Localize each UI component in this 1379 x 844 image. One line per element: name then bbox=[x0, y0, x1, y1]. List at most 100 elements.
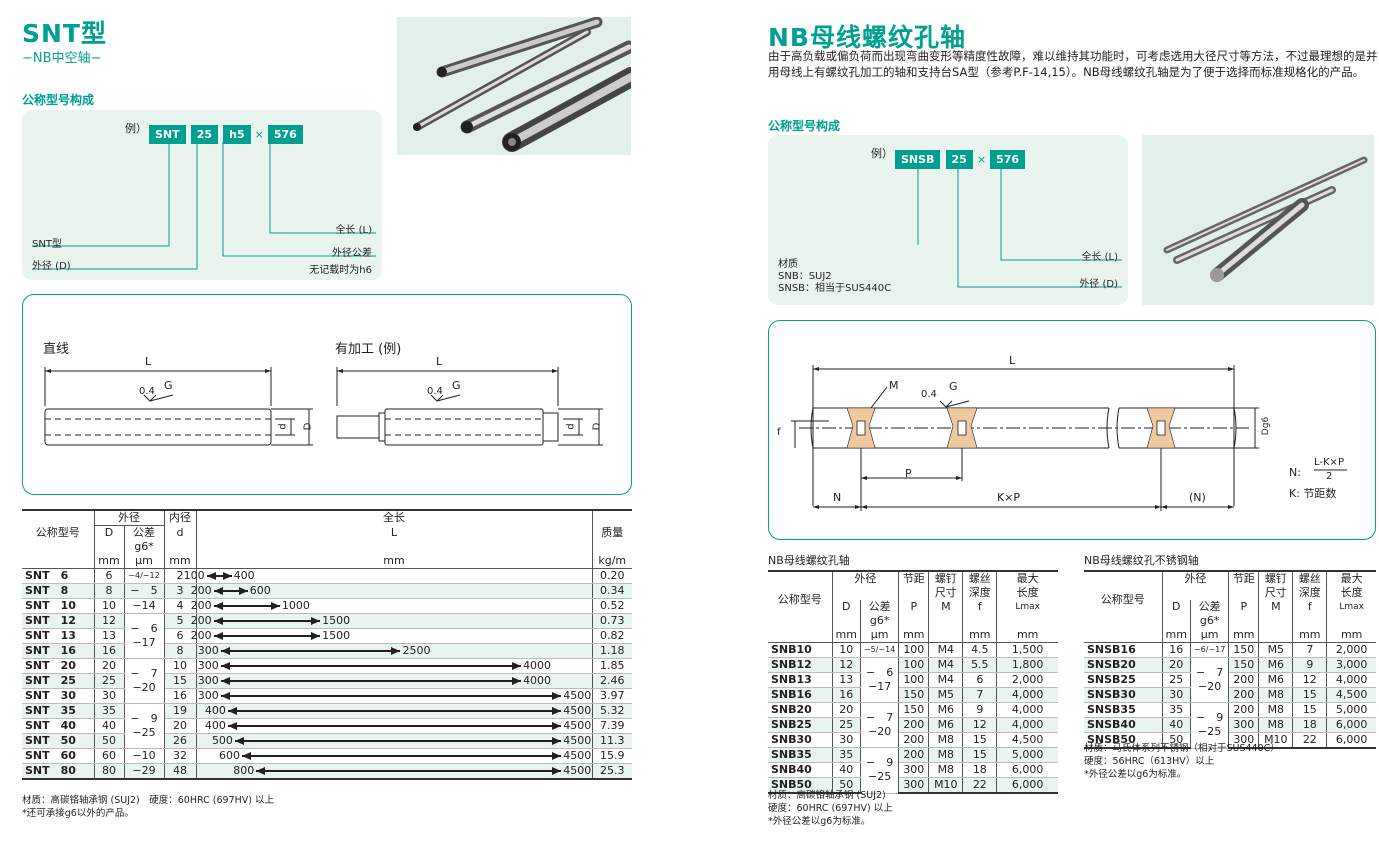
cell-tol: − 5 bbox=[124, 583, 165, 599]
cell-d: 6 bbox=[164, 628, 197, 644]
cell-d: 5 bbox=[164, 613, 197, 629]
t2-th-model: 公称型号 bbox=[1084, 570, 1163, 628]
cell-mass: 5.32 bbox=[592, 703, 632, 719]
note-material: 材质：高碳铬轴承钢 (SUJ2) 硬度：60HRC (697HV) 以上 bbox=[22, 795, 274, 806]
th-model: 公称型号 bbox=[22, 509, 95, 554]
right-callout-lines bbox=[917, 167, 1122, 288]
unit-kgm: kg/m bbox=[592, 554, 632, 569]
arrowhead-left bbox=[242, 752, 252, 760]
cell-D: 16 bbox=[94, 643, 125, 659]
cell-mass: 0.34 bbox=[592, 583, 632, 599]
cell-mass: 2.46 bbox=[592, 673, 632, 689]
t1-th-maxl: 最大长度 bbox=[996, 570, 1058, 600]
straight-roughness: 0.4 bbox=[139, 386, 155, 397]
cell-Lmax: 4,000 bbox=[996, 702, 1058, 718]
cell-D: 60 bbox=[94, 748, 125, 764]
length-min: 600 bbox=[219, 749, 241, 762]
length-max: 4500 bbox=[563, 704, 592, 717]
length-arrow bbox=[227, 725, 562, 727]
table1-notes: 材质：高碳铬轴承钢 (SUJ2)硬度：60HRC (697HV) 以上*外径公差… bbox=[768, 790, 893, 827]
length-max: 400 bbox=[233, 569, 255, 582]
t1-th-M: M bbox=[928, 600, 964, 628]
cell-f: 5.5 bbox=[962, 657, 998, 673]
cell-D: 12 bbox=[832, 657, 861, 673]
cell-P: 200 bbox=[1228, 687, 1260, 703]
cell-length-range: 300 2500 bbox=[196, 643, 593, 659]
label-N: N bbox=[833, 491, 842, 504]
code-series-snsb: SNSB bbox=[895, 150, 941, 169]
cell-P: 300 bbox=[898, 762, 930, 778]
arrowhead-right bbox=[552, 737, 562, 745]
length-arrow bbox=[220, 680, 522, 682]
arrowhead-left bbox=[213, 587, 223, 595]
cell-D: 13 bbox=[94, 628, 125, 644]
cell-model: SNT 13 bbox=[22, 628, 95, 644]
cell-f: 12 bbox=[962, 717, 998, 733]
cell-model: SNB40 bbox=[768, 762, 833, 778]
cell-model: SNSB35 bbox=[1084, 702, 1163, 718]
cell-Lmax: 4,500 bbox=[1326, 687, 1376, 703]
arrowhead-left bbox=[206, 572, 216, 580]
arrowhead-left bbox=[213, 632, 223, 640]
label-KP: K×P bbox=[997, 491, 1021, 504]
length-max: 2500 bbox=[402, 644, 431, 657]
right-example-code: SNSB 25×576 bbox=[895, 148, 1026, 169]
cell-M: M8 bbox=[1258, 687, 1294, 703]
cell-tol: −6/−17 bbox=[1190, 642, 1230, 658]
cell-f: 22 bbox=[962, 777, 998, 794]
table1-title: NB母线螺纹孔轴 bbox=[768, 554, 850, 567]
label-grade: G bbox=[949, 380, 958, 393]
cell-tol: −4/−12 bbox=[124, 568, 165, 584]
code-diameter-right: 25 bbox=[945, 150, 973, 169]
cell-tol: −14 bbox=[124, 598, 165, 614]
right-section-title: 公称型号构成 bbox=[768, 119, 841, 133]
length-min: 300 bbox=[197, 644, 219, 657]
section-title: 公称型号构成 bbox=[22, 93, 95, 107]
length-arrow bbox=[227, 710, 562, 712]
cell-mass: 1.85 bbox=[592, 658, 632, 674]
cell-D: 50 bbox=[1162, 732, 1191, 749]
cell-mass: 1.18 bbox=[592, 643, 632, 659]
cell-d: 3 bbox=[164, 583, 197, 599]
cell-model: SNSB20 bbox=[1084, 657, 1163, 673]
length-arrow bbox=[213, 605, 280, 607]
shaft-technical-drawing bbox=[44, 367, 603, 446]
cell-Lmax: 6,000 bbox=[996, 777, 1058, 794]
formula-numerator: L-K×P bbox=[1314, 457, 1344, 468]
length-arrow bbox=[242, 755, 562, 757]
arrowhead-right bbox=[222, 572, 232, 580]
th-id: 内径 bbox=[164, 509, 197, 526]
label-Nr: (N) bbox=[1189, 491, 1206, 504]
example-prefix: 例） bbox=[125, 122, 147, 135]
cell-model: SNT 40 bbox=[22, 718, 95, 734]
cell-model: SNT 12 bbox=[22, 613, 95, 629]
product-photo-hollow-shaft bbox=[397, 16, 641, 155]
cell-mass: 25.3 bbox=[592, 763, 632, 780]
cell-D: 12 bbox=[94, 613, 125, 629]
length-min: 400 bbox=[204, 719, 226, 732]
callout-tolerance-note: 无记载时为h6 bbox=[309, 265, 372, 276]
t2-th-maxl: 最大长度 bbox=[1326, 570, 1376, 600]
arrowhead-right bbox=[391, 647, 401, 655]
straight-length-label: L bbox=[145, 355, 152, 368]
cell-model: SNT 16 bbox=[22, 643, 95, 659]
unit-mm-L: mm bbox=[196, 554, 593, 569]
arrowhead-right bbox=[552, 707, 562, 715]
cell-Lmax: 6,000 bbox=[996, 762, 1058, 778]
right-composition-box: 例） SNSB 25×576 全长 (L) 外径 (D) 材质 SNB：SUJ2… bbox=[768, 135, 1128, 305]
th-d: d bbox=[164, 525, 197, 554]
cell-M: M8 bbox=[928, 762, 964, 778]
cell-D: 8 bbox=[94, 583, 125, 599]
cell-M: M6 bbox=[1258, 672, 1294, 688]
